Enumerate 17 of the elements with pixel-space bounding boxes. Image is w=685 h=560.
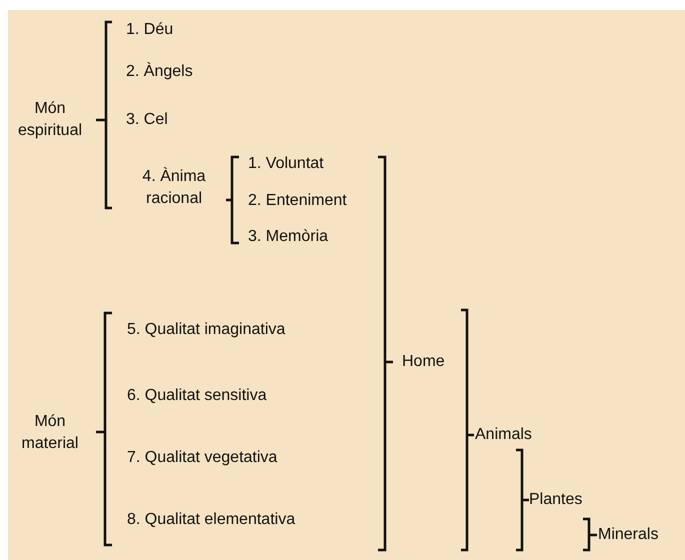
label-text: Plantes [529,490,582,510]
label-text: 5. Qualitat imaginativa [127,320,286,340]
label-text: Món material [20,412,80,454]
label-text: Món espiritual [16,99,84,141]
label-text: 8. Qualitat elementativa [127,510,296,530]
label-text: 2. Àngels [126,61,193,82]
label-text: Home [402,352,445,372]
label-text: 7. Qualitat vegetativa [127,448,278,468]
label-text: 1. Voluntat [248,154,324,174]
label-text: 1. Déu [126,20,174,40]
label-text: Minerals [598,525,658,545]
label-text: 6. Qualitat sensitiva [127,386,267,406]
label-text: 3. Cel [126,110,168,130]
label-text: 4. Ànima racional [141,166,207,209]
label-text: 2. Enteniment [248,191,347,211]
label-text: 3. Memòria [248,227,328,247]
label-text: Animals [475,425,532,445]
